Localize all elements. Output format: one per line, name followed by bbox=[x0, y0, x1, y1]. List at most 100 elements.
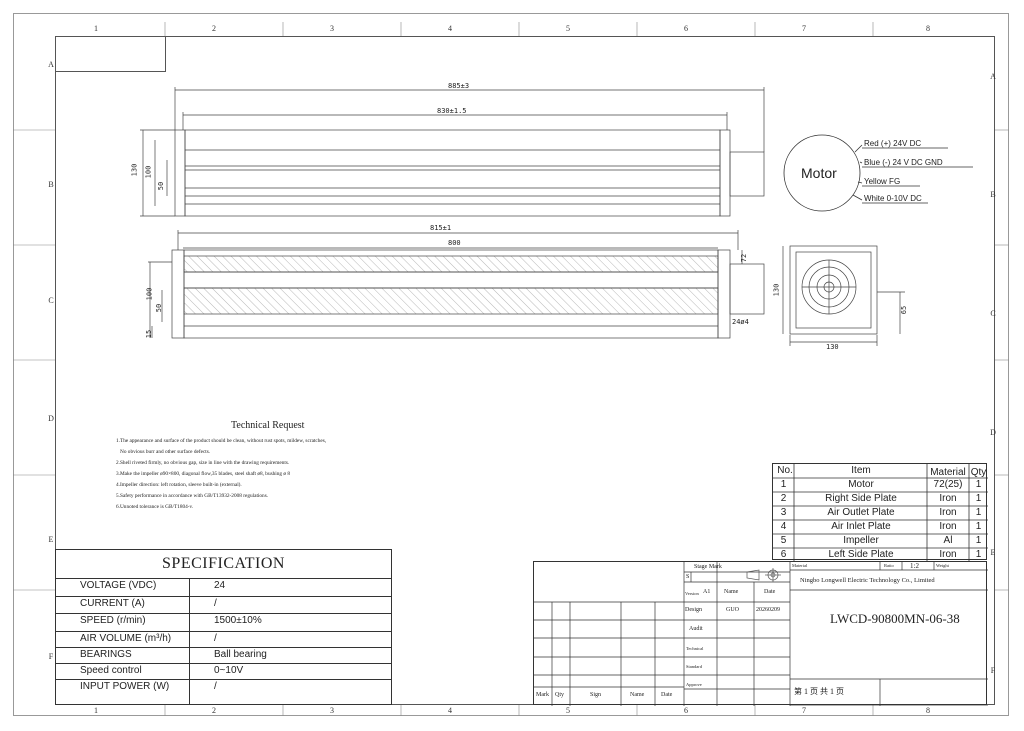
bom-cell: 1 bbox=[975, 507, 982, 518]
bom-cell: Impeller bbox=[843, 535, 879, 546]
dim-side-65: 65 bbox=[900, 305, 909, 315]
sheet-count: 第 1 页 共 1 页 bbox=[794, 687, 844, 696]
tr-item-5: 5.Safety performance in accordance with … bbox=[116, 493, 269, 499]
name-col-label: Name bbox=[724, 589, 739, 595]
company-name: Ningbo Longwell Electric Technology Co.,… bbox=[800, 577, 935, 584]
spec-value: / bbox=[214, 681, 217, 692]
bom-cell: Left Side Plate bbox=[828, 549, 894, 560]
stage-mark-label: Stage Mark bbox=[694, 564, 722, 570]
zone-label-row: A bbox=[48, 60, 54, 69]
spec-row: SPEED (r/min) 1500±10% bbox=[56, 613, 391, 628]
spec-column-divider bbox=[189, 578, 190, 705]
bom-cell: 2 bbox=[780, 493, 787, 504]
version-value: A1 bbox=[703, 589, 711, 595]
spec-value: 1500±10% bbox=[214, 615, 262, 626]
stage-s-label: S bbox=[686, 574, 690, 580]
designer-name: GUO bbox=[726, 607, 739, 613]
zone-label-col: 7 bbox=[802, 24, 806, 33]
bom-cell: 72(25) bbox=[933, 479, 963, 490]
dim-h100-top: 100 bbox=[144, 165, 153, 179]
bom-header-no: No. bbox=[777, 465, 793, 476]
drawing-number: LWCD-90800MN-06-38 bbox=[830, 611, 960, 626]
zone-label-col: 4 bbox=[448, 24, 452, 33]
approve-label: Approve bbox=[686, 682, 702, 687]
technical-request-title: Technical Request bbox=[231, 420, 305, 431]
wire-red: Red (+) 24V DC bbox=[864, 139, 922, 148]
bom-cell: Motor bbox=[848, 479, 874, 490]
dim-side-height: 130 bbox=[772, 283, 781, 297]
bom-cell: 1 bbox=[975, 535, 982, 546]
bom-cell: Air Inlet Plate bbox=[831, 521, 891, 532]
spec-value: / bbox=[214, 598, 217, 609]
zone-label-col: 8 bbox=[926, 24, 930, 33]
date-col-label: Date bbox=[764, 589, 776, 595]
title-block-grid bbox=[534, 562, 988, 706]
spec-label: BEARINGS bbox=[80, 649, 132, 660]
wire-blue: Blue (-) 24 V DC GND bbox=[864, 158, 943, 167]
zone-label-row: D bbox=[48, 414, 54, 423]
zone-label-col: 1 bbox=[94, 24, 98, 33]
spec-row: VOLTAGE (VDC)24 bbox=[56, 578, 391, 593]
motor-label: Motor bbox=[801, 165, 837, 181]
projection-symbol-icon bbox=[746, 568, 781, 582]
dim-h100-bottom: 100 bbox=[145, 287, 154, 301]
dim-h50-top: 50 bbox=[157, 181, 166, 191]
zone-label-col: 2 bbox=[212, 706, 216, 715]
dim-overall-bottom: 815±1 bbox=[430, 224, 452, 232]
wire-yellow: Yellow FG bbox=[864, 177, 901, 186]
spec-value: / bbox=[214, 633, 217, 644]
zone-label-row: C bbox=[990, 309, 996, 318]
zone-label-row: D bbox=[990, 428, 996, 437]
bom-header-qty: Qty bbox=[970, 467, 987, 478]
material-label: Material bbox=[792, 563, 808, 568]
tr-item-1: 1.The appearance and surface of the prod… bbox=[116, 438, 327, 444]
zone-label-row: F bbox=[48, 652, 54, 661]
bottom-sign-label: Sign bbox=[590, 692, 602, 698]
audit-label: Audit bbox=[689, 626, 703, 632]
zone-label-col: 1 bbox=[94, 706, 98, 715]
spec-value: 0~10V bbox=[214, 665, 244, 676]
dim-overall-top: 885±3 bbox=[448, 82, 470, 90]
zone-label-col: 7 bbox=[802, 706, 806, 715]
spec-label: AIR VOLUME (m³/h) bbox=[80, 633, 172, 644]
zone-label-row: A bbox=[990, 72, 996, 81]
bom-cell: 1 bbox=[975, 479, 982, 490]
dim-side-width: 130 bbox=[826, 343, 839, 351]
specification-title: SPECIFICATION bbox=[56, 550, 391, 579]
tr-item-6: 6.Unnoted tolerance is GB/T1804-v. bbox=[116, 504, 194, 510]
bom-cell: 1 bbox=[975, 549, 982, 560]
spec-label: SPEED (r/min) bbox=[80, 615, 146, 626]
design-label: Design bbox=[685, 607, 702, 613]
bom-cell: Iron bbox=[939, 521, 957, 532]
zone-label-col: 5 bbox=[566, 24, 570, 33]
dim-h130-top: 130 bbox=[130, 163, 139, 177]
standard-label: Standard bbox=[686, 664, 702, 669]
bom-cell: 1 bbox=[975, 521, 982, 532]
bom-header-material: Material bbox=[930, 467, 966, 478]
technical-request-list: 1.The appearance and surface of the prod… bbox=[116, 436, 516, 513]
zone-label-col: 4 bbox=[448, 706, 452, 715]
bom-cell: 3 bbox=[780, 507, 787, 518]
zone-label-row: C bbox=[48, 296, 54, 305]
bom-grid bbox=[773, 464, 988, 561]
bom-cell: Iron bbox=[939, 549, 957, 560]
title-block: Stage Mark S Version A1 Name Date Design… bbox=[533, 561, 988, 706]
zone-label-col: 6 bbox=[684, 706, 688, 715]
bom-cell: Air Outlet Plate bbox=[827, 507, 895, 518]
spec-value: 24 bbox=[214, 580, 226, 591]
spec-row: INPUT POWER (W)/ bbox=[56, 679, 391, 694]
bottom-qty-label: Qty bbox=[555, 692, 564, 698]
spec-value: Ball bearing bbox=[214, 649, 267, 660]
zone-label-col: 8 bbox=[926, 706, 930, 715]
zone-label-row: E bbox=[990, 548, 996, 557]
tr-item-3: 3.Make the impeller ø90×800, diagonal fl… bbox=[116, 471, 291, 477]
drawing-frame bbox=[55, 36, 995, 705]
bottom-mark-label: Mark bbox=[536, 692, 549, 698]
zone-label-col: 5 bbox=[566, 706, 570, 715]
dim-h50-bottom: 50 bbox=[155, 303, 164, 313]
spec-row: AIR VOLUME (m³/h) / bbox=[56, 631, 391, 646]
dim-h15-bottom: 15 bbox=[145, 329, 154, 339]
zone-label-col: 3 bbox=[330, 706, 334, 715]
bom-cell: 4 bbox=[780, 521, 787, 532]
